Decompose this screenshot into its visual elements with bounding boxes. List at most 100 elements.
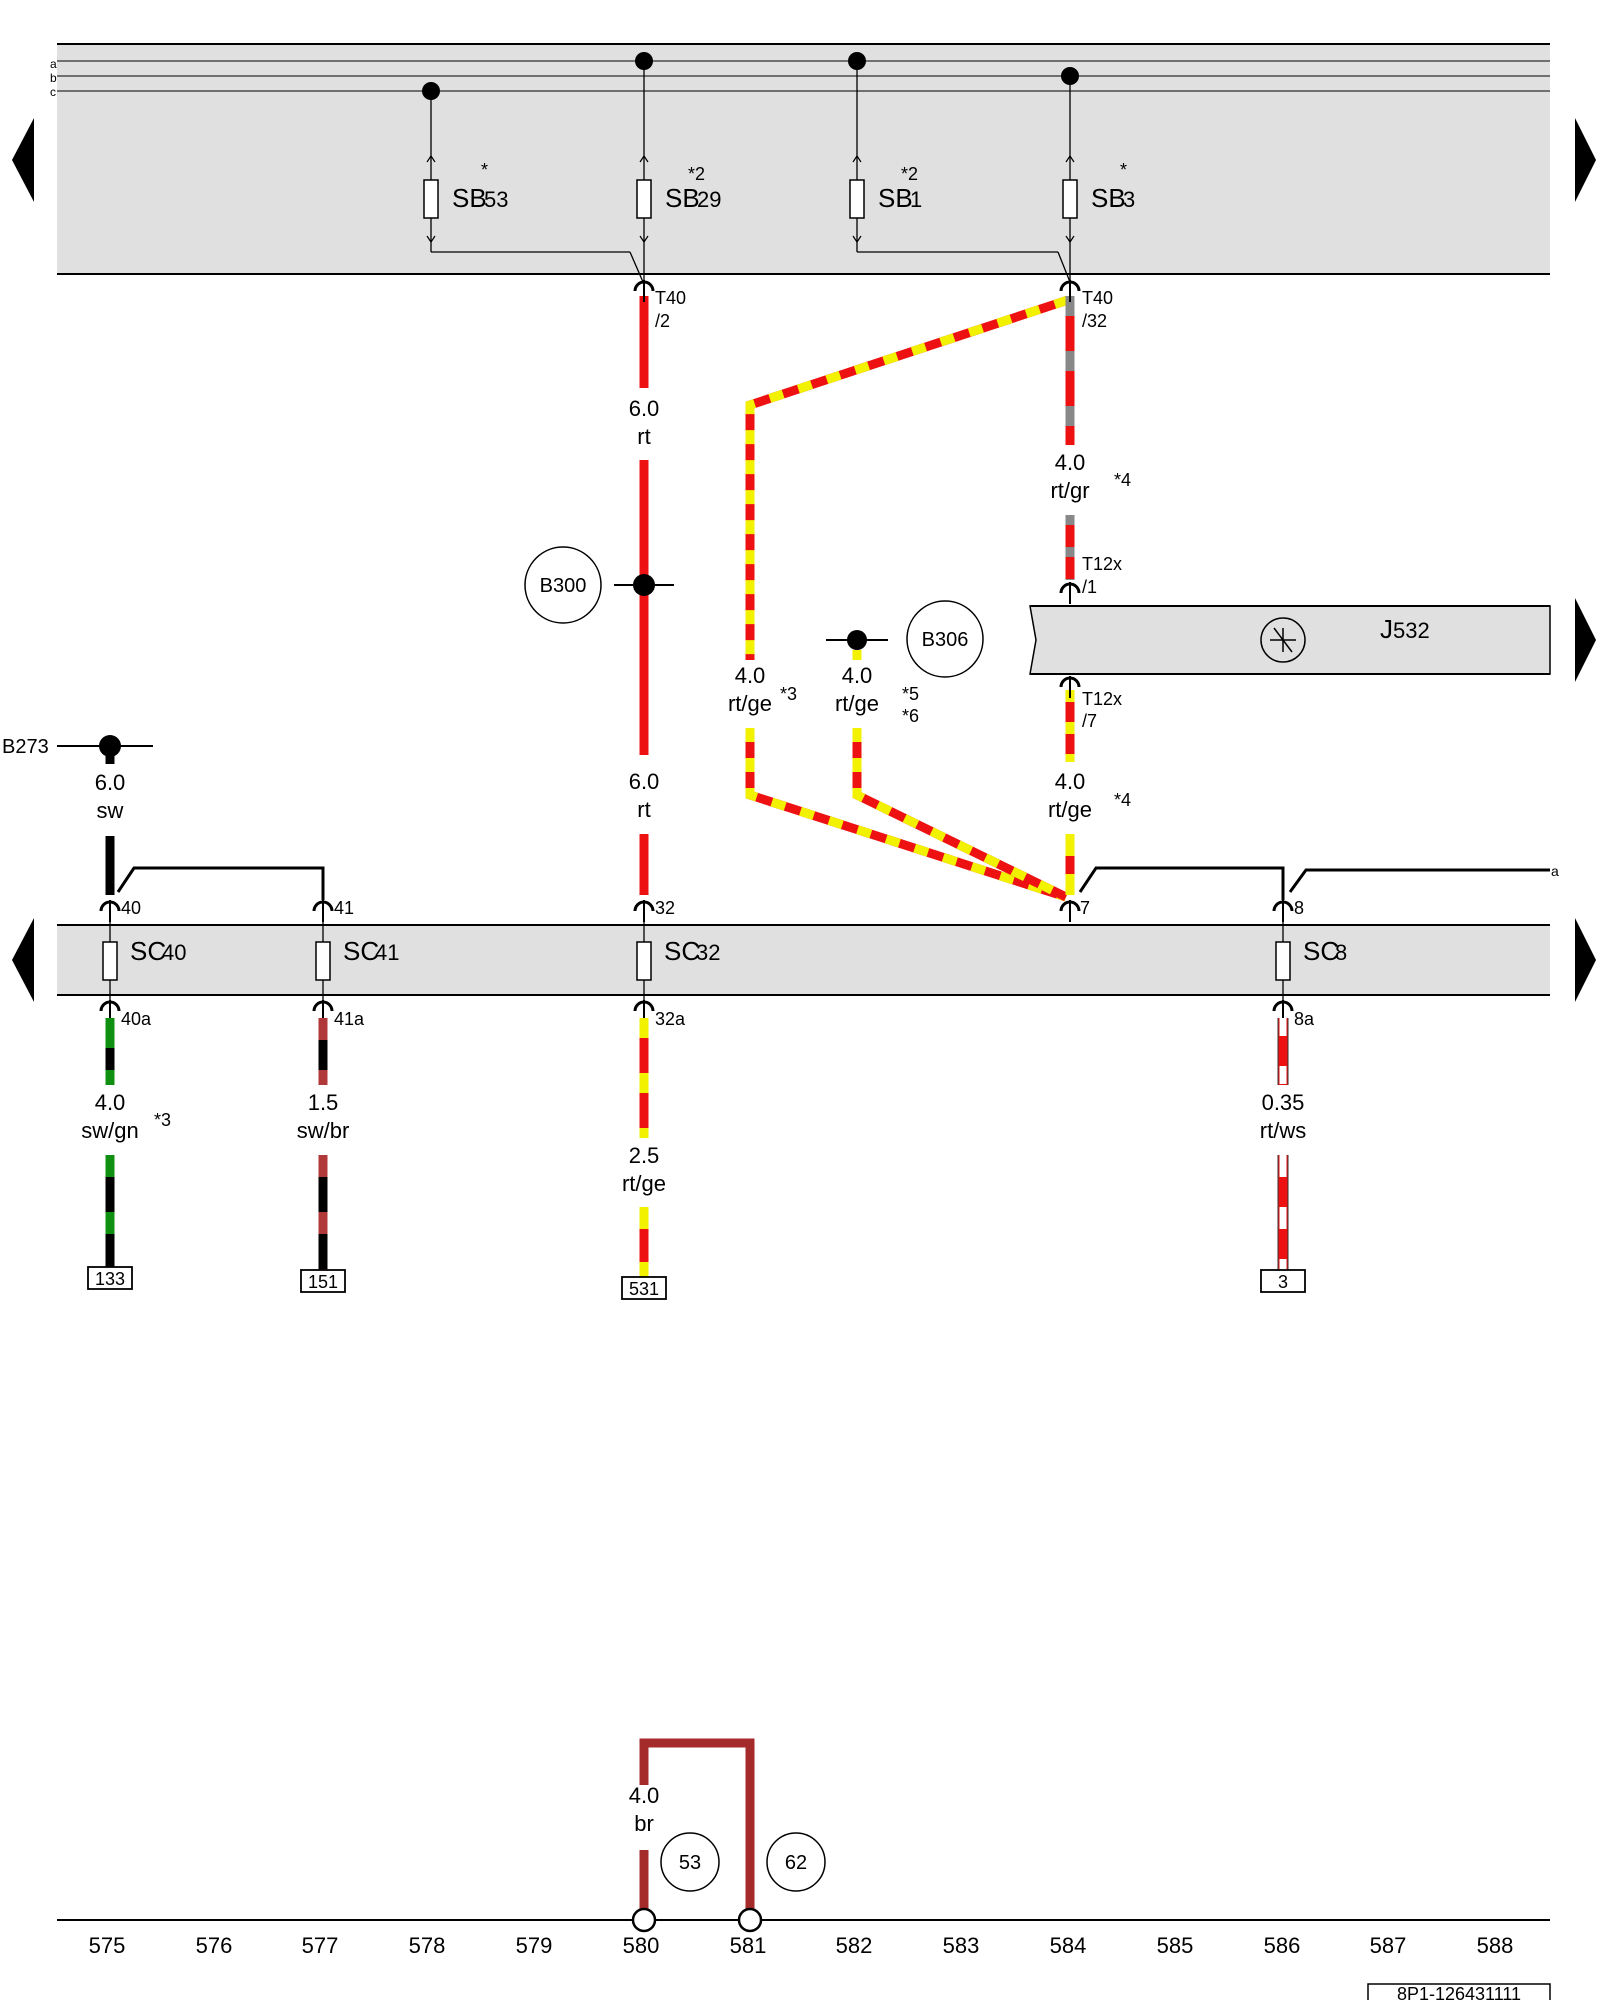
grid-number: 575 — [89, 1933, 126, 1958]
fuse-sc41-name: SC — [343, 936, 379, 966]
wire-2-5-rtge-color: rt/ge — [622, 1171, 666, 1196]
target-133-label: 133 — [95, 1269, 125, 1289]
fuse-sb3-mark: * — [1120, 160, 1127, 180]
wire-4-rtge-b306 — [826, 630, 1068, 902]
grid-number: 588 — [1477, 1933, 1514, 1958]
ground-ref-62[interactable]: 62 — [766, 1832, 826, 1892]
nav-arrow-left-bottom[interactable] — [12, 918, 34, 1002]
nav-arrow-right-bottom[interactable] — [1575, 918, 1596, 1002]
fuse-sc8: SC 8 — [1275, 910, 1347, 1010]
wire-4-rtge-left-note: *3 — [780, 684, 797, 704]
wire-4-rtge-mid-size: 4.0 — [842, 663, 873, 688]
wire-4-rtgr-note: *4 — [1114, 470, 1131, 490]
wire-0-35-rtws-color: rt/ws — [1260, 1118, 1306, 1143]
wire-4-br-ground — [639, 1738, 755, 1910]
ground-node-580 — [631, 1907, 657, 1933]
ground-ref-53[interactable]: 53 — [660, 1832, 720, 1892]
bottom-fuse-panel — [57, 924, 1550, 996]
grid-number: 587 — [1370, 1933, 1407, 1958]
fuse-sc8-sub: 8 — [1335, 940, 1347, 965]
grid-number: 586 — [1264, 1933, 1301, 1958]
wire-4-rtge-right-note: *4 — [1114, 790, 1131, 810]
wire-4-rtge-left-size: 4.0 — [735, 663, 766, 688]
target-3[interactable]: 3 — [1260, 1269, 1306, 1293]
connector-t12x-7-pin: /7 — [1082, 711, 1097, 731]
control-unit-j532-name: J — [1380, 614, 1393, 644]
fuse-sb1: SB 1 *2 — [848, 52, 1071, 283]
fuse-sc40-sub: 40 — [162, 940, 186, 965]
fuse-sb29-mark: *2 — [688, 164, 705, 184]
wire-4-swgn-size: 4.0 — [95, 1090, 126, 1115]
component-b306-label: B306 — [922, 629, 969, 651]
control-unit-j532: J 532 — [1029, 605, 1551, 675]
target-133[interactable]: 133 — [87, 1266, 133, 1290]
ground-node-581 — [737, 1907, 763, 1933]
ground-ref-53-label: 53 — [679, 1852, 701, 1874]
fuse-sb1-sub: 1 — [910, 187, 922, 212]
wire-4-rtge-right-size: 4.0 — [1055, 769, 1086, 794]
connector-t12x-7-name: T12x — [1082, 689, 1122, 709]
fuse-sb53: SB 53 * — [422, 82, 644, 283]
continuation-a-label: a — [1551, 863, 1559, 879]
wire-4-br-size: 4.0 — [629, 1783, 660, 1808]
grid-numbers: 575 576 577 578 579 580 581 582 583 584 … — [89, 1933, 1514, 1958]
fuse-sc40-name: SC — [130, 936, 166, 966]
component-b300-label: B300 — [540, 575, 587, 597]
bus-letter-c: c — [50, 85, 56, 99]
connector-t40-32-pin: /32 — [1082, 311, 1107, 331]
target-151[interactable]: 151 — [300, 1269, 346, 1293]
grid-number: 583 — [943, 1933, 980, 1958]
pin-41-label: 41 — [334, 898, 354, 918]
pin-40a-label: 40a — [121, 1009, 152, 1029]
nav-arrow-left-top[interactable] — [12, 118, 34, 202]
pin-7-label: 7 — [1080, 898, 1090, 918]
target-531-label: 531 — [629, 1279, 659, 1299]
pin-8a-label: 8a — [1294, 1009, 1315, 1029]
wire-4-swgn-color: sw/gn — [81, 1118, 138, 1143]
connector-t40-2-name: T40 — [655, 288, 686, 308]
nav-arrow-right-mid[interactable] — [1575, 598, 1596, 682]
fuse-sc32-name: SC — [664, 936, 700, 966]
grid-number: 577 — [302, 1933, 339, 1958]
wire-4-rtge-mid-note2: *6 — [902, 706, 919, 726]
connector-t12x-1-pin: /1 — [1082, 577, 1097, 597]
fuse-sb29: SB 29 *2 — [635, 52, 721, 282]
fuse-sc41: SC 41 — [315, 910, 399, 1010]
connector-t12x-1-name: T12x — [1082, 554, 1122, 574]
wire-6-rt-lower-size: 6.0 — [629, 769, 660, 794]
wire-4-rtge-left-color: rt/ge — [728, 691, 772, 716]
wire-4-rtge-mid-note1: *5 — [902, 684, 919, 704]
wire-1-5-swbr-size: 1.5 — [308, 1090, 339, 1115]
target-151-label: 151 — [308, 1272, 338, 1292]
wire-0-35-rtws — [1277, 1018, 1289, 1270]
wire-6-rt-upper-size: 6.0 — [629, 396, 660, 421]
component-b273-label: B273 — [2, 736, 49, 758]
fuse-sc40: SC 40 — [102, 910, 186, 1010]
wire-6-sw — [57, 735, 153, 895]
connector-t40-32-name: T40 — [1082, 288, 1113, 308]
target-531[interactable]: 531 — [621, 1276, 667, 1300]
wire-4-rtge-mid-color: rt/ge — [835, 691, 879, 716]
fuse-sb29-name: SB — [665, 183, 700, 213]
wire-6-rt-upper-color: rt — [637, 424, 650, 449]
wire-4-rtgr-color: rt/gr — [1050, 478, 1089, 503]
bus-letter-b: b — [50, 71, 57, 85]
fuse-sb3: SB 3 * — [1061, 67, 1135, 282]
top-fuse-panel: a b c — [50, 43, 1550, 275]
fuse-sb29-sub: 29 — [697, 187, 721, 212]
fuse-sc41-sub: 41 — [375, 940, 399, 965]
grid-number: 581 — [730, 1933, 767, 1958]
nav-arrow-right-top[interactable] — [1575, 118, 1596, 202]
fuse-sb53-sub: 53 — [484, 187, 508, 212]
fuse-sb53-name: SB — [452, 183, 487, 213]
grid-number: 580 — [623, 1933, 660, 1958]
ground-ref-62-label: 62 — [785, 1852, 807, 1874]
grid-number: 584 — [1050, 1933, 1087, 1958]
pin-32a-label: 32a — [655, 1009, 686, 1029]
wire-6-sw-color: sw — [97, 798, 124, 823]
fuse-sb3-sub: 3 — [1123, 187, 1135, 212]
wire-4-rtge-right-color: rt/ge — [1048, 797, 1092, 822]
control-unit-j532-sub: 532 — [1393, 618, 1430, 643]
grid-number: 576 — [196, 1933, 233, 1958]
